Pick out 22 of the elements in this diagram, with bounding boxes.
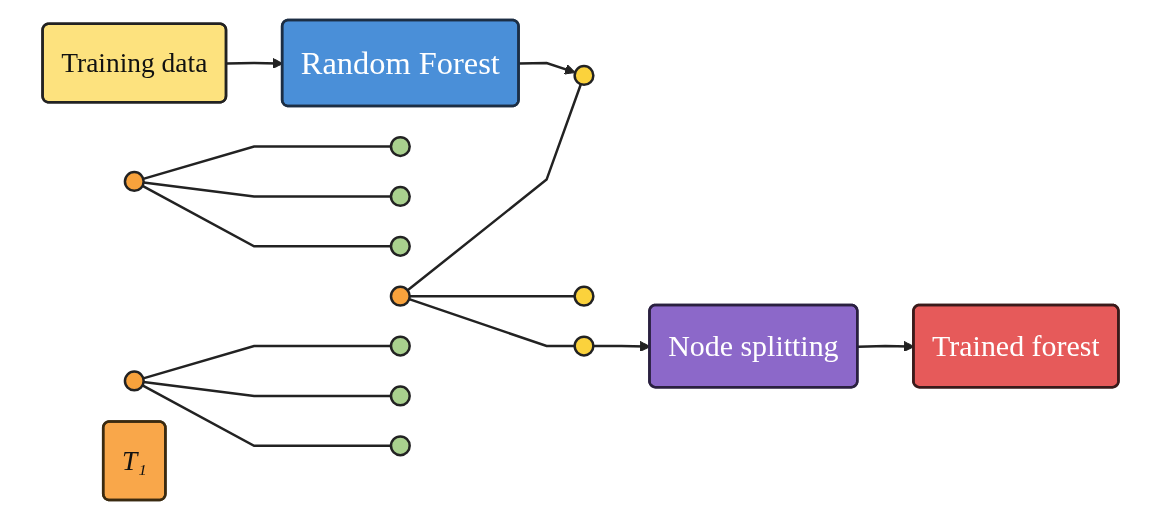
connector	[142, 145, 391, 181]
node-circle	[389, 335, 411, 357]
node-circle	[389, 235, 411, 257]
node-circle	[573, 285, 595, 307]
node-circle	[573, 335, 595, 357]
connector	[141, 384, 391, 448]
node-circle	[123, 170, 145, 193]
node-circle	[389, 385, 411, 407]
connector	[142, 344, 391, 380]
connector	[408, 298, 575, 348]
node-circle	[389, 185, 411, 207]
arrow	[519, 61, 576, 75]
connector	[141, 184, 391, 248]
connector	[143, 181, 391, 198]
node-circle	[123, 370, 145, 392]
node-circle	[389, 435, 411, 457]
node-circle	[389, 135, 411, 158]
connector	[143, 380, 391, 398]
node-circle	[573, 64, 595, 87]
node-circle	[389, 285, 411, 307]
connector	[406, 83, 582, 292]
connector	[409, 294, 575, 298]
